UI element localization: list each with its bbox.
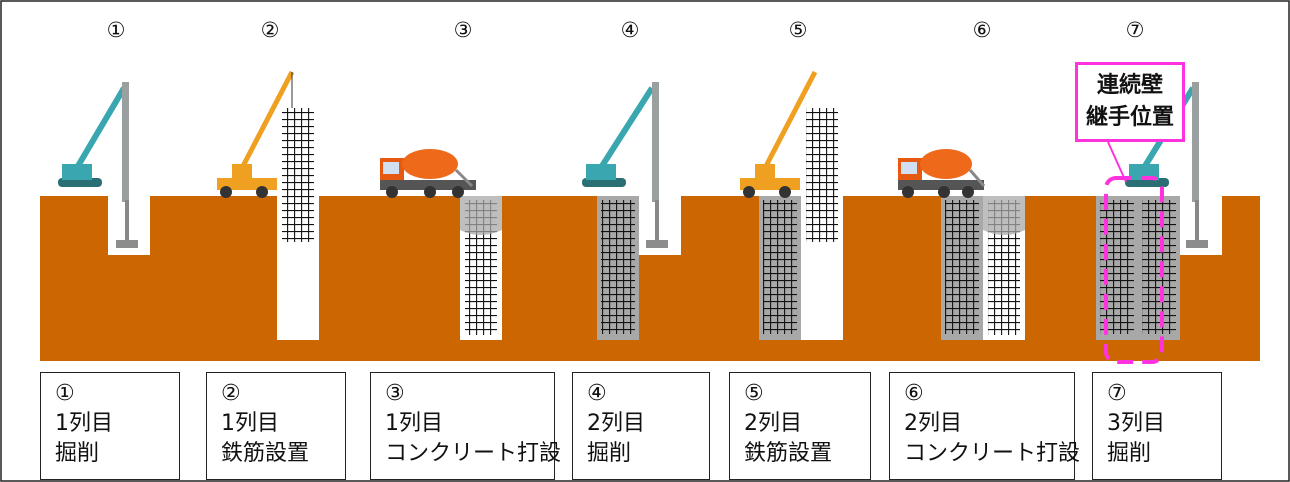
crawler-crane-icon [58,82,138,248]
stage-number-3: ③ [453,18,473,42]
label-step: 鉄筋設置 [744,441,833,466]
label-step: 掘削 [1107,441,1152,466]
joint-position-callout: 連続壁 継手位置 [1075,62,1185,142]
stage-7-scene [1096,82,1222,364]
label-row: 2列目 [904,411,962,436]
stage-label-5: ⑤ 2列目 鉄筋設置 [729,372,871,480]
mixer-truck-icon [898,149,986,198]
label-row: 3列目 [1107,411,1165,436]
crawler-crane-icon [582,82,668,248]
stage-number-4: ④ [620,18,640,42]
label-step: 掘削 [587,441,632,466]
mixer-truck-icon [380,149,476,198]
truck-crane-icon [740,70,818,198]
callout-leader-line [1107,141,1127,183]
label-row: 1列目 [221,411,279,436]
stage-5-scene [740,70,843,340]
stage-2-scene [217,70,319,340]
rebar-cage-4 [601,200,635,334]
callout-line-2: 継手位置 [1085,105,1174,130]
stage-label-6: ⑥ 2列目 コンクリート打設 [889,372,1081,480]
stage-label-4: ④ 2列目 掘削 [572,372,710,480]
label-row: 2列目 [744,411,802,436]
stage-number-7: ⑦ [1125,18,1145,42]
concrete-pour-6 [983,196,1025,235]
rebar-cage-7b [1142,200,1176,334]
label-number: ④ [587,381,607,406]
stage-6-scene [898,149,1025,340]
stage-number-2: ② [260,18,280,42]
stage-label-7: ⑦ 3列目 掘削 [1092,372,1222,480]
stage-label-2: ② 1列目 鉄筋設置 [206,372,346,480]
stage-number-1: ① [106,18,126,42]
label-step: 掘削 [55,441,100,466]
stage-number-6: ⑥ [972,18,992,42]
stage-3-scene [380,149,502,340]
rebar-cage-2 [282,108,314,242]
rebar-cage-5b [806,108,838,242]
label-number: ② [221,381,241,406]
label-row: 2列目 [587,411,645,436]
truck-crane-icon [217,70,295,198]
label-number: ③ [385,381,405,406]
label-step: コンクリート打設 [904,441,1081,466]
stage-1-scene [58,82,150,255]
joint-highlight-outline [1104,176,1164,364]
rebar-cage-6a [945,200,979,334]
callout-line-1: 連続壁 [1096,73,1163,98]
stage-4-scene [582,82,681,340]
label-step: コンクリート打設 [385,441,562,466]
rebar-cage-5a [763,200,797,334]
label-row: 1列目 [385,411,443,436]
label-number: ⑤ [744,381,764,406]
label-number: ⑦ [1107,381,1127,406]
concrete-pour-3 [460,196,502,235]
label-number: ⑥ [904,381,924,406]
label-step: 鉄筋設置 [221,441,310,466]
stage-label-1: ① 1列目 掘削 [40,372,180,480]
stage-number-5: ⑤ [788,18,808,42]
stage-label-3: ③ 1列目 コンクリート打設 [370,372,562,480]
label-row: 1列目 [55,411,113,436]
label-number: ① [55,381,75,406]
